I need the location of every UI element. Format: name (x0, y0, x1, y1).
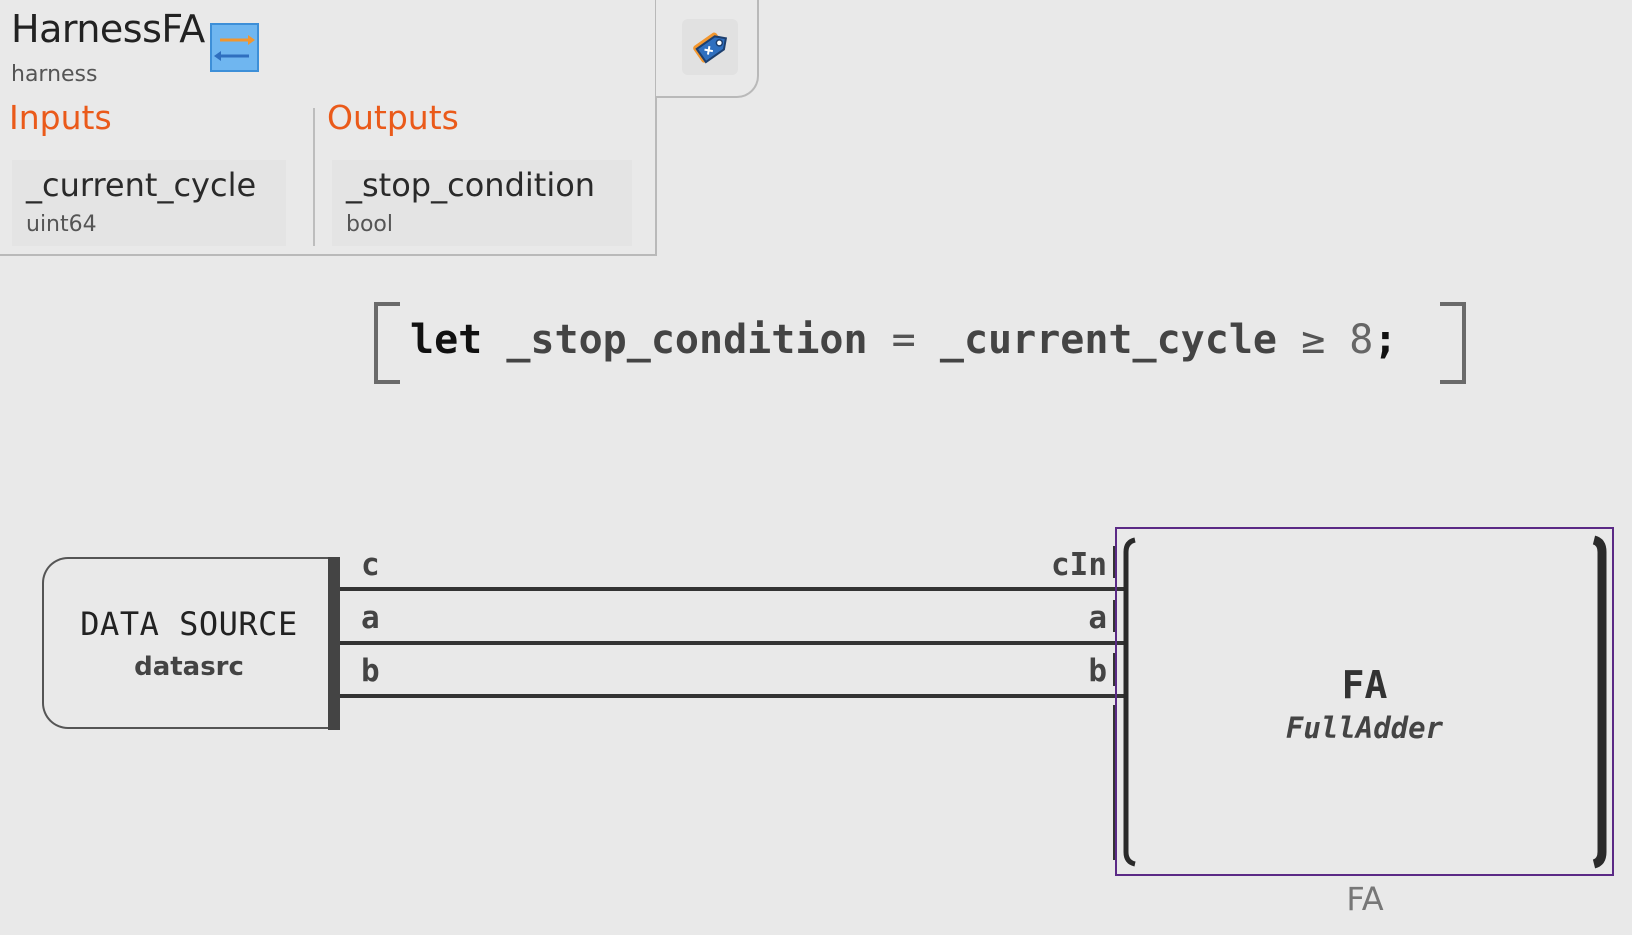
full-adder-block[interactable]: FA FullAdder (1115, 527, 1614, 876)
statement-keyword: let (410, 317, 483, 363)
swap-arrows-icon[interactable] (210, 23, 259, 72)
statement-target: _stop_condition (506, 317, 868, 363)
inputs-heading: Inputs (9, 98, 112, 137)
tag-tab (656, 0, 759, 98)
data-source-output-c: c (361, 547, 380, 583)
input-port-name: _current_cycle (26, 166, 257, 204)
fa-input-cin: cIn (1051, 547, 1107, 583)
statement-source: _current_cycle (939, 317, 1278, 363)
module-header-panel: HarnessFA harness Inputs Outputs _curren… (0, 0, 657, 256)
outputs-heading: Outputs (327, 98, 459, 137)
fa-input-b: b (1088, 653, 1107, 689)
input-port-type: uint64 (26, 212, 97, 237)
module-title: HarnessFA (11, 7, 205, 51)
data-source-title: DATA SOURCE (80, 605, 298, 643)
statement-operator: ≥ (1301, 317, 1326, 363)
statement-line[interactable]: let _stop_condition = _current_cycle ≥ 8… (410, 316, 1397, 364)
tag-icon (693, 32, 728, 64)
statement-value: 8 (1349, 317, 1374, 363)
statement-terminator: ; (1373, 317, 1398, 363)
statement-assign: = (891, 317, 916, 363)
fa-block-name: FA (1341, 663, 1388, 707)
statement-right-bracket (1440, 302, 1466, 384)
data-source-output-bar (328, 557, 340, 730)
output-port-name: _stop_condition (346, 166, 596, 204)
fa-block-caption: FA (1346, 880, 1384, 918)
data-source-name: datasrc (134, 652, 244, 682)
fa-right-bar (1592, 535, 1607, 869)
data-source-output-a: a (361, 600, 380, 636)
input-port-current-cycle[interactable]: _current_cycle uint64 (12, 160, 286, 246)
statement-left-bracket (374, 302, 400, 384)
fa-left-bracket (1123, 537, 1136, 867)
inputs-outputs-divider (313, 108, 315, 246)
fa-block-type: FullAdder (1285, 711, 1444, 745)
fa-input-a: a (1088, 600, 1107, 636)
data-source-output-b: b (361, 653, 380, 689)
output-port-stop-condition[interactable]: _stop_condition bool (332, 160, 632, 246)
data-source-block[interactable]: DATA SOURCE datasrc (42, 557, 337, 729)
module-kind: harness (11, 62, 98, 87)
tag-button[interactable] (682, 19, 738, 75)
output-port-type: bool (346, 212, 393, 237)
